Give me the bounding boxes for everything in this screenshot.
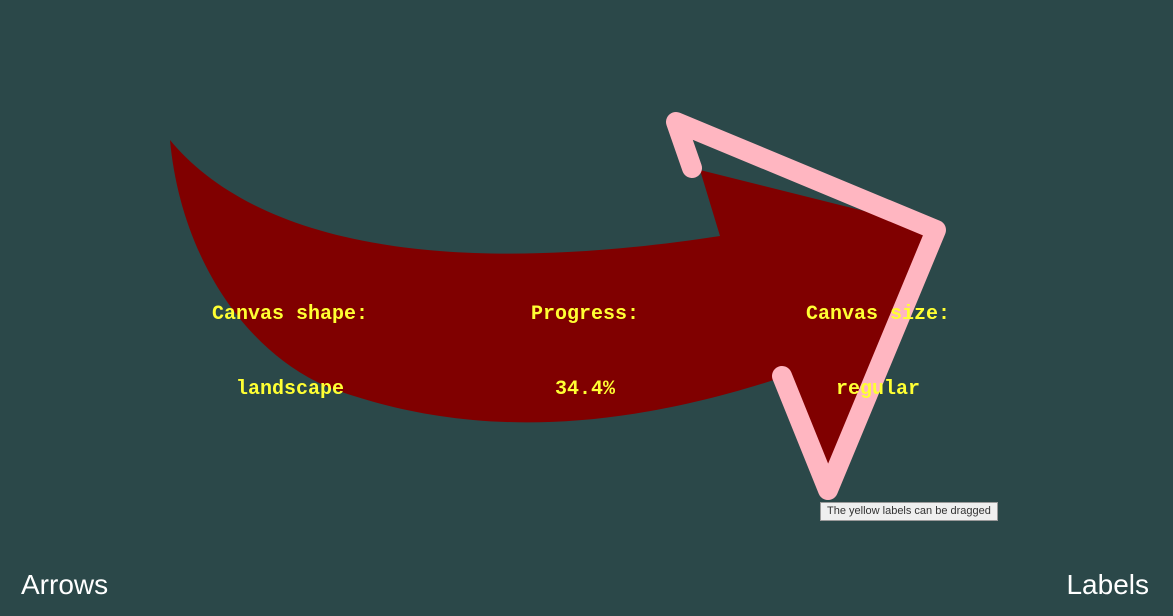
labels-button[interactable]: Labels [1066, 569, 1149, 600]
canvas-shape-label[interactable]: Canvas shape: landscape [190, 252, 390, 452]
canvas-shape-title: Canvas shape: [211, 303, 369, 326]
arrows-button[interactable]: Arrows [21, 569, 109, 600]
progress-label[interactable]: Progress: 34.4% [495, 252, 675, 452]
canvas-size-title: Canvas size: [805, 303, 951, 326]
arrowhead-outline [666, 112, 946, 500]
canvas-shape-value: landscape [235, 378, 345, 401]
drag-hint-tooltip: The yellow labels can be dragged [820, 502, 998, 521]
canvas-size-label[interactable]: Canvas size: regular [778, 252, 978, 452]
progress-value: 34.4% [554, 378, 615, 401]
canvas-size-value: regular [835, 378, 920, 401]
progress-title: Progress: [530, 303, 640, 326]
arrow-body [170, 140, 940, 490]
